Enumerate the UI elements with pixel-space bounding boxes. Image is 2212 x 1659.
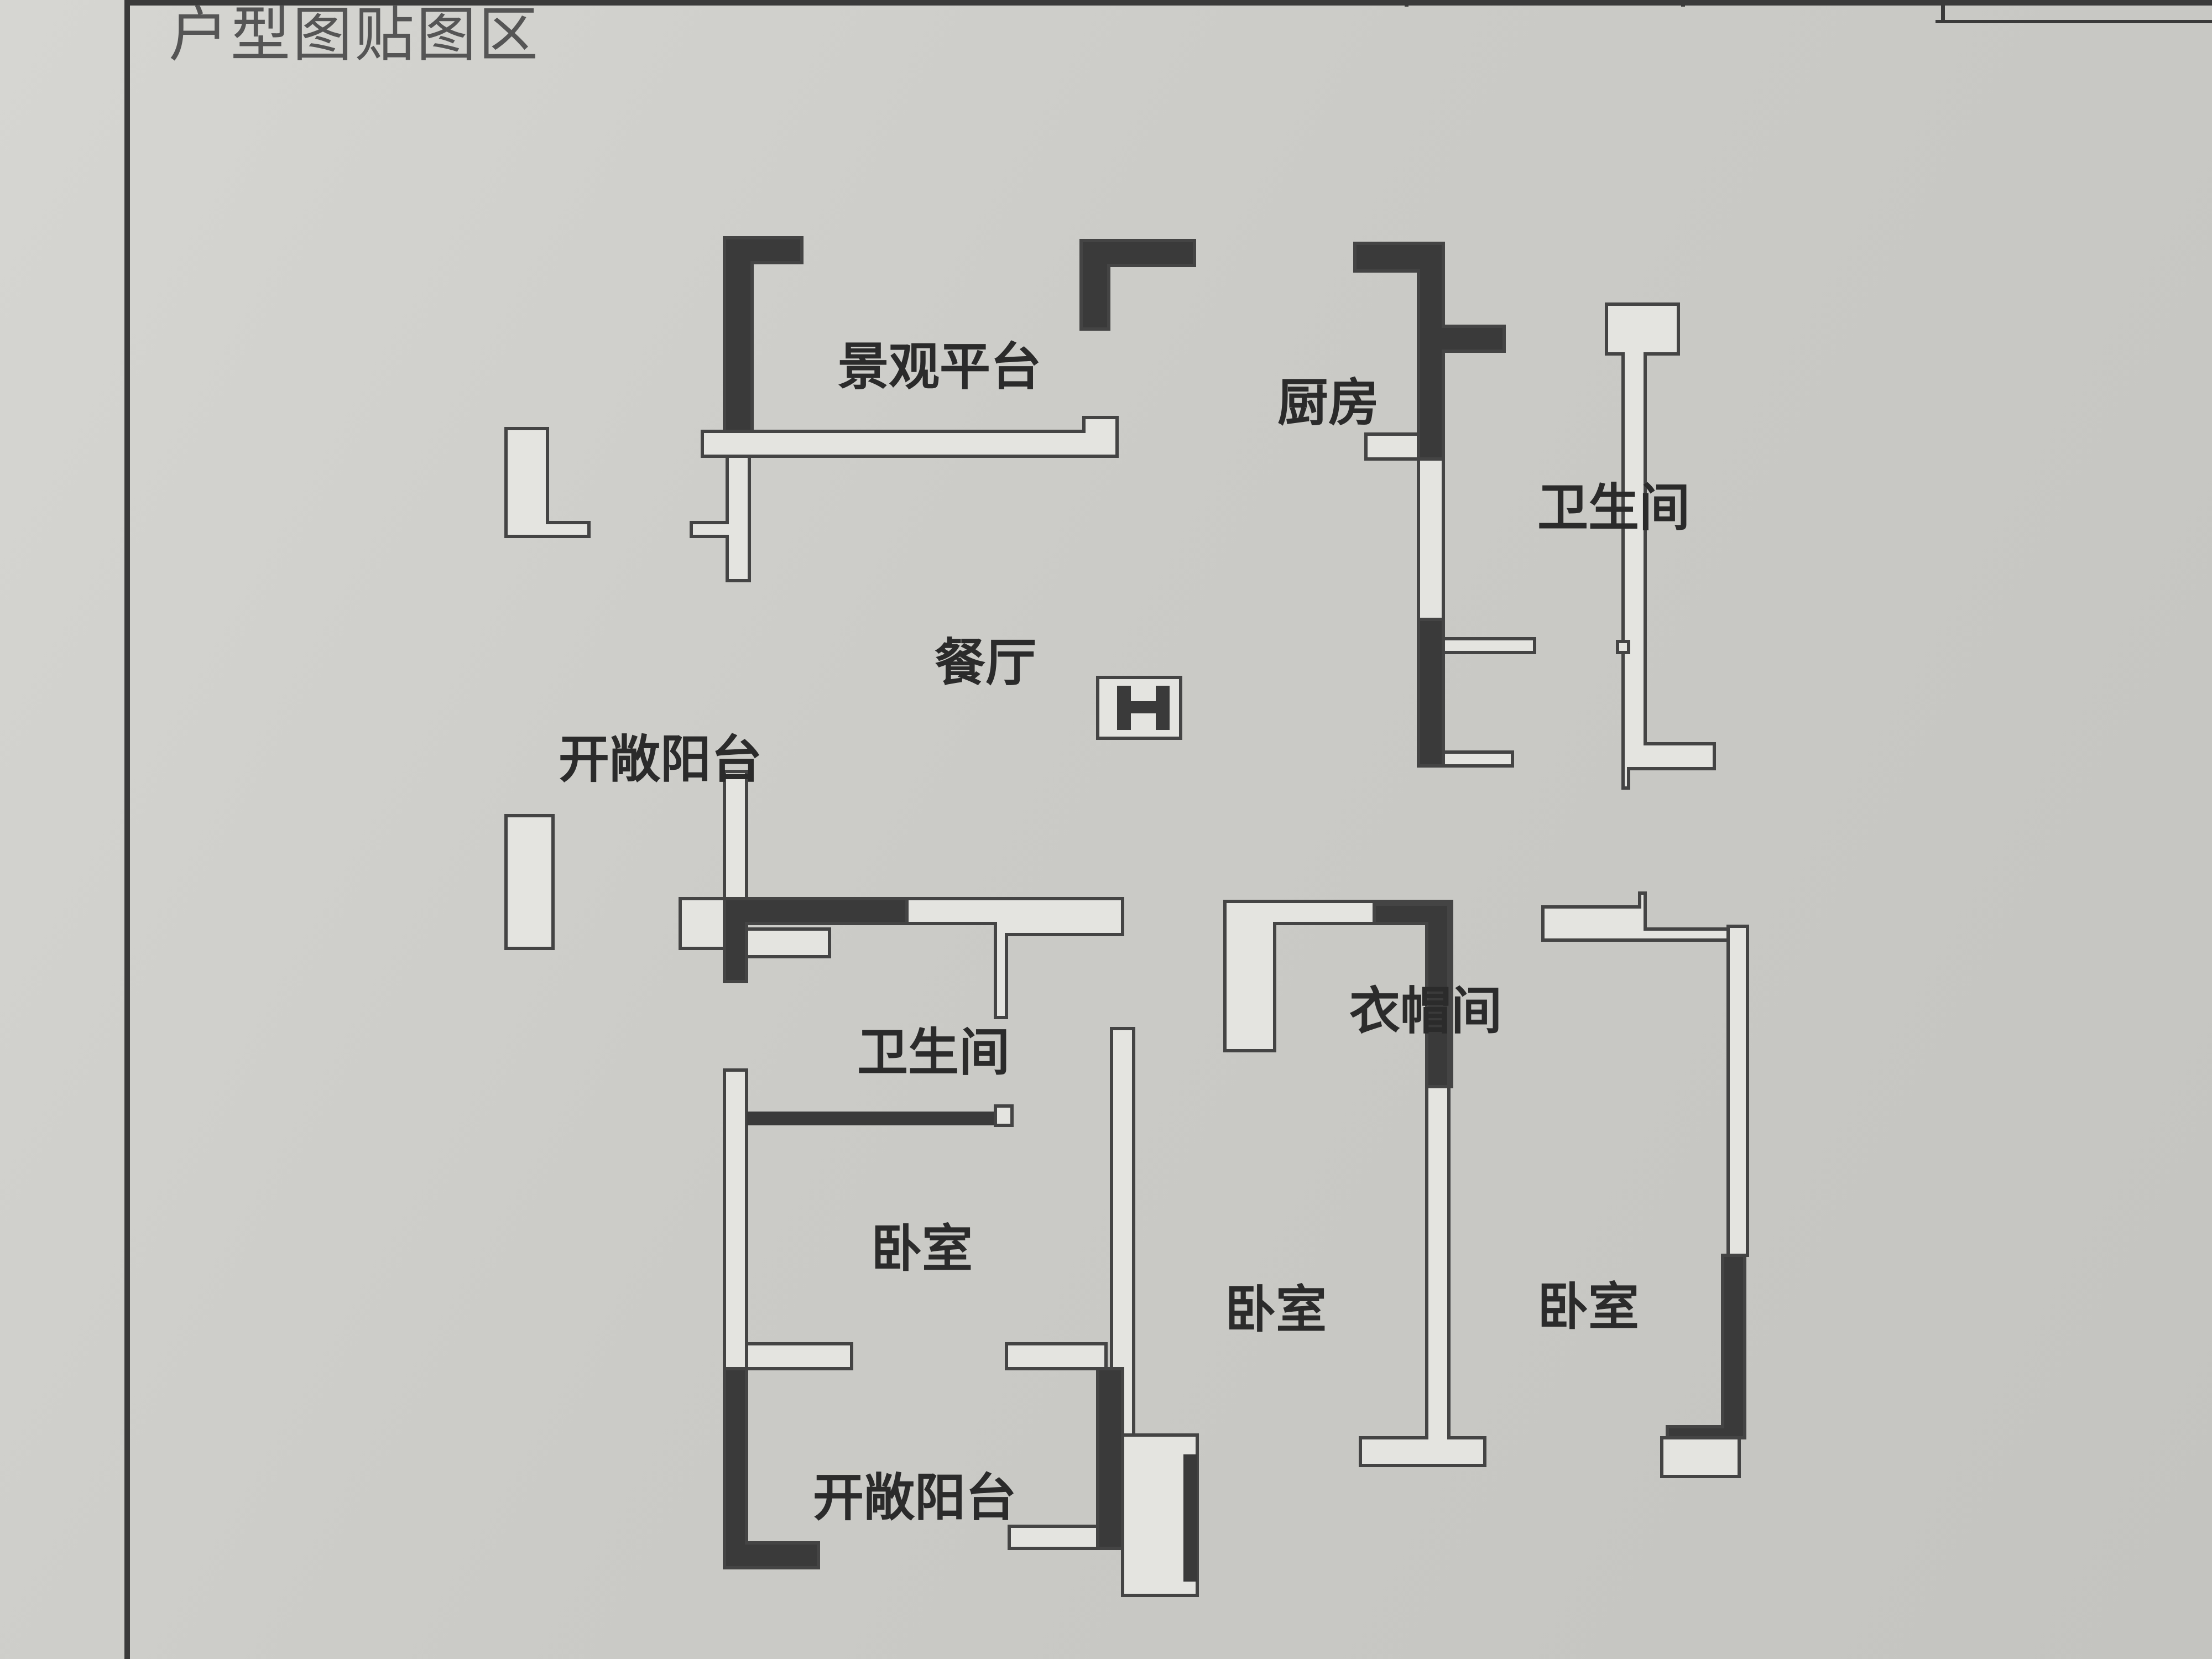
wall-bath-notch (1616, 640, 1630, 654)
frame-left-border (124, 0, 130, 1659)
section-title: 户型图贴图区 (169, 1, 541, 70)
wall-bottom-box-dark (1183, 1454, 1197, 1582)
wall-kitchen-light (1417, 457, 1445, 621)
frame-top-divider-1 (1405, 0, 1408, 7)
frame-top-divider-2 (1681, 0, 1685, 7)
label-bathroom-right: 卫生间 (1537, 478, 1690, 538)
column-mark (1117, 686, 1170, 730)
label-balcony-bottom: 开敞阳台 (813, 1468, 1016, 1527)
label-dining: 餐厅 (935, 633, 1036, 692)
wall-bedroom3-top (1541, 891, 1730, 942)
wall-kitchen-ledge (1364, 432, 1420, 461)
wall-bedroom1-sill-r (1005, 1342, 1108, 1370)
wall-kitchen-shelf (1442, 637, 1536, 654)
frame-top-right-rule (1936, 20, 2212, 23)
wall-left-lower (504, 814, 555, 950)
wall-mid-notch (745, 927, 831, 958)
label-bedroom-3: 卧室 (1537, 1277, 1639, 1337)
label-bathroom-mid: 卫生间 (857, 1023, 1010, 1082)
wall-top-mid-corner (1079, 239, 1196, 331)
wall-bedroom1-dark-right (1096, 1367, 1124, 1550)
label-bedroom-2: 卧室 (1225, 1280, 1327, 1339)
wall-bedroom1-left (723, 1068, 748, 1370)
wall-stub-left (690, 455, 751, 582)
wall-bottom-sill (1008, 1525, 1099, 1550)
frame-top-border (124, 0, 2212, 6)
label-bedroom-1: 卧室 (871, 1219, 973, 1279)
wall-bedroom1-door (747, 1112, 1012, 1125)
wall-bedroom1-dark-left (723, 1367, 820, 1569)
wall-bedroom3-right (1726, 925, 1749, 1257)
wall-mid-dark (723, 897, 909, 983)
wall-bath-right (1605, 302, 1716, 790)
wall-kitchen-dark (1353, 242, 1506, 461)
wall-balcony-ledge (701, 416, 1119, 458)
wall-bedroom3-foot (1660, 1436, 1741, 1478)
label-balcony-left: 开敞阳台 (559, 730, 762, 789)
wall-kitchen-dark-lower (1417, 618, 1445, 768)
wall-bedroom2-right (1359, 1085, 1486, 1467)
wall-left-upper (504, 427, 591, 538)
wall-bedroom3-right-dark (1666, 1254, 1746, 1439)
label-kitchen: 厨房 (1277, 373, 1379, 432)
wall-bedroom1-sill-l (745, 1342, 853, 1370)
frame-top-divider-3 (1941, 0, 1945, 22)
wall-bedroom1-dooredge (994, 1104, 1014, 1127)
wall-mid-vertical (723, 770, 748, 903)
wall-kitchen-bottom (1442, 750, 1514, 768)
label-balcony-top: 景观平台 (838, 337, 1041, 397)
wall-top-left-corner (723, 236, 804, 439)
label-closet: 衣帽间 (1349, 982, 1502, 1041)
